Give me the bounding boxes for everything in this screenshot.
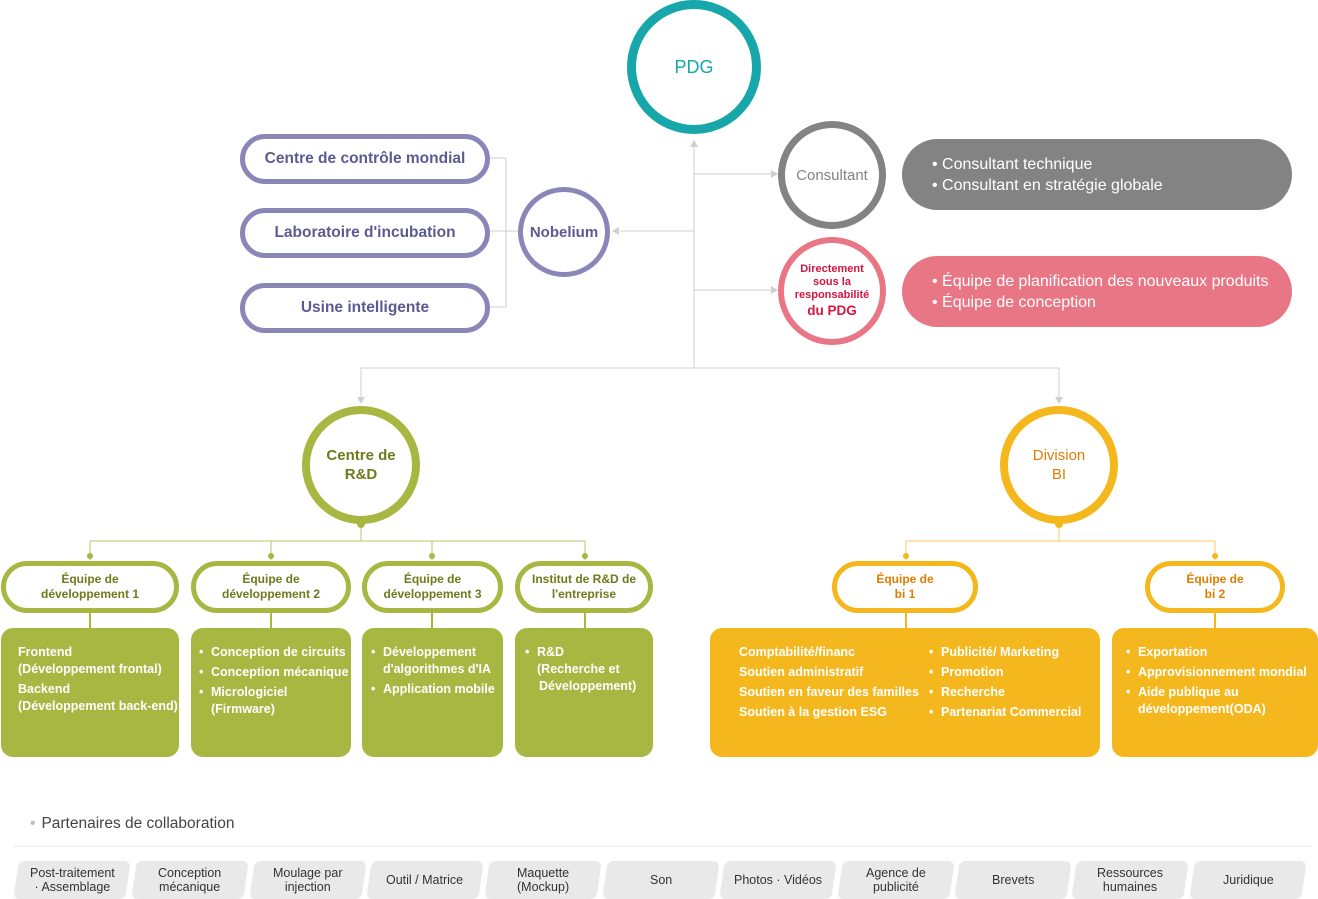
consultant-item: Consultant en stratégie globale	[932, 175, 1292, 196]
detail-line: R&D	[525, 644, 653, 661]
bi-team-details: Comptabilité/financ Soutien administrati…	[710, 628, 1100, 757]
rd-team-pill: Équipe de développement 3	[362, 561, 503, 613]
rd-team-details: Conception de circuits Conception mécani…	[191, 628, 351, 757]
rd-team-label: Équipe de développement 1	[40, 572, 140, 601]
rd-team-details: R&D (Recherche et Développement)	[515, 628, 653, 757]
detail-line: d'algorithmes d'IA	[383, 662, 492, 676]
rd-team-pill: Équipe de développement 2	[191, 561, 351, 613]
detail-line: Approvisionnement mondial	[1126, 664, 1318, 681]
nobelium-node: Nobelium	[518, 187, 610, 277]
direct-label-line: Directement	[800, 262, 864, 275]
partner-item: Outil / Matrice	[366, 861, 484, 899]
rd-team-details: Frontend (Développement frontal) Backend…	[1, 628, 179, 757]
detail-line: Soutien en faveur des familles	[739, 685, 919, 699]
ceo-label: PDG	[674, 56, 714, 77]
detail-line: Développement)	[539, 679, 637, 693]
partner-item: Conception mécanique	[131, 861, 249, 899]
detail-line: Exportation	[1126, 644, 1318, 661]
rd-team-label: Institut de R&D de l'entreprise	[532, 572, 636, 601]
partner-label: Maquette (Mockup)	[516, 866, 570, 894]
bi-team-details: Exportation Approvisionnement mondial Ai…	[1112, 628, 1318, 757]
detail-line: Frontend	[18, 645, 73, 659]
detail-line: Recherche	[929, 684, 1081, 701]
partner-label: Agence de publicité	[866, 866, 926, 894]
detail-line: Promotion	[929, 664, 1081, 681]
partner-item: Son	[602, 861, 720, 899]
bi-division-label: Division BI	[1032, 447, 1086, 483]
partner-label: Outil / Matrice	[386, 873, 464, 887]
global-control-center-pill: Centre de contrôle mondial	[240, 134, 490, 184]
direct-item: Équipe de planification des nouveaux pro…	[932, 271, 1292, 292]
bi1-column-1: Comptabilité/financ Soutien administrati…	[739, 644, 919, 724]
partner-item: Photos · Vidéos	[719, 861, 837, 899]
rd-center-node: Centre de R&D	[302, 406, 420, 524]
partner-label: Son	[649, 873, 673, 887]
detail-line: (Recherche et	[537, 662, 620, 676]
detail-line: Backend	[18, 682, 71, 696]
direct-details: Équipe de planification des nouveaux pro…	[902, 256, 1292, 327]
bi-team-pill: Équipe de bi 2	[1145, 561, 1285, 613]
partner-item: Ressources humaines	[1071, 861, 1189, 899]
global-control-center-label: Centre de contrôle mondial	[264, 150, 466, 167]
detail-line: Micrologiciel	[199, 684, 351, 701]
detail-line: Aide publique au	[1126, 684, 1318, 701]
bi-division-node: Division BI	[1000, 406, 1118, 524]
partner-item: Moulage par injection	[249, 861, 367, 899]
consultant-details: Consultant technique Consultant en strat…	[902, 139, 1292, 210]
direct-label-line: sous la	[813, 275, 851, 288]
partner-item: Brevets	[954, 861, 1072, 899]
partner-label: Photos · Vidéos	[733, 873, 823, 887]
partner-label: Post-traitement · Assemblage	[29, 866, 115, 894]
detail-line: Soutien administratif	[739, 665, 864, 679]
consultant-node: Consultant	[778, 121, 886, 229]
detail-line: Comptabilité/financ	[739, 645, 855, 659]
partners-title-text: Partenaires de collaboration	[41, 815, 235, 832]
nobelium-label: Nobelium	[529, 223, 599, 241]
partner-item: Juridique	[1189, 861, 1307, 899]
detail-line: (Développement frontal)	[18, 662, 162, 676]
bullet-icon: •	[30, 815, 36, 832]
smart-factory-pill: Usine intelligente	[240, 283, 490, 333]
bi-team-label: Équipe de bi 1	[876, 572, 934, 601]
partners-title: • Partenaires de collaboration	[30, 815, 234, 833]
detail-line: Conception de circuits	[199, 644, 351, 661]
partner-item: Agence de publicité	[837, 861, 955, 899]
consultant-label: Consultant	[796, 166, 868, 184]
partner-item: Maquette (Mockup)	[484, 861, 602, 899]
direct-item: Équipe de conception	[932, 292, 1292, 313]
partner-label: Brevets	[991, 873, 1035, 887]
incubation-lab-label: Laboratoire d'incubation	[274, 224, 456, 241]
rd-team-pill: Équipe de développement 1	[1, 561, 179, 613]
bi1-column-2: Publicité/ Marketing Promotion Recherche…	[929, 644, 1081, 724]
partner-label: Conception mécanique	[158, 866, 222, 894]
detail-line: Soutien à la gestion ESG	[739, 705, 887, 719]
direct-label-line: responsabilité	[794, 288, 870, 301]
rd-team-details: Développement d'algorithmes d'IA Applica…	[362, 628, 503, 757]
detail-line: Application mobile	[371, 681, 503, 698]
detail-line: Développement	[371, 644, 503, 661]
detail-line: (Firmware)	[211, 702, 275, 716]
partner-label: Moulage par injection	[273, 866, 343, 894]
partner-item: Post-traitement · Assemblage	[13, 861, 131, 899]
detail-line: Conception mécanique	[199, 664, 351, 681]
ceo-node: PDG	[627, 0, 761, 134]
detail-line: (Développement back-end)	[18, 699, 178, 713]
rd-team-label: Équipe de développement 3	[383, 572, 482, 601]
partner-label: Ressources humaines	[1097, 866, 1163, 894]
consultant-item: Consultant technique	[932, 154, 1292, 175]
incubation-lab-pill: Laboratoire d'incubation	[240, 208, 490, 258]
rd-team-pill: Institut de R&D de l'entreprise	[515, 561, 653, 613]
rd-team-label: Équipe de développement 2	[221, 572, 321, 601]
bi-team-pill: Équipe de bi 1	[832, 561, 978, 613]
detail-line: Publicité/ Marketing	[929, 644, 1081, 661]
direct-label-line: du PDG	[807, 302, 857, 318]
detail-line: développement(ODA)	[1138, 702, 1266, 716]
partner-label: Juridique	[1222, 873, 1274, 887]
detail-line: Partenariat Commercial	[929, 704, 1081, 721]
smart-factory-label: Usine intelligente	[300, 299, 430, 316]
direct-node: Directement sous la responsabilité du PD…	[778, 237, 886, 345]
rd-center-label: Centre de R&D	[326, 447, 396, 483]
bi-team-label: Équipe de bi 2	[1186, 572, 1244, 601]
